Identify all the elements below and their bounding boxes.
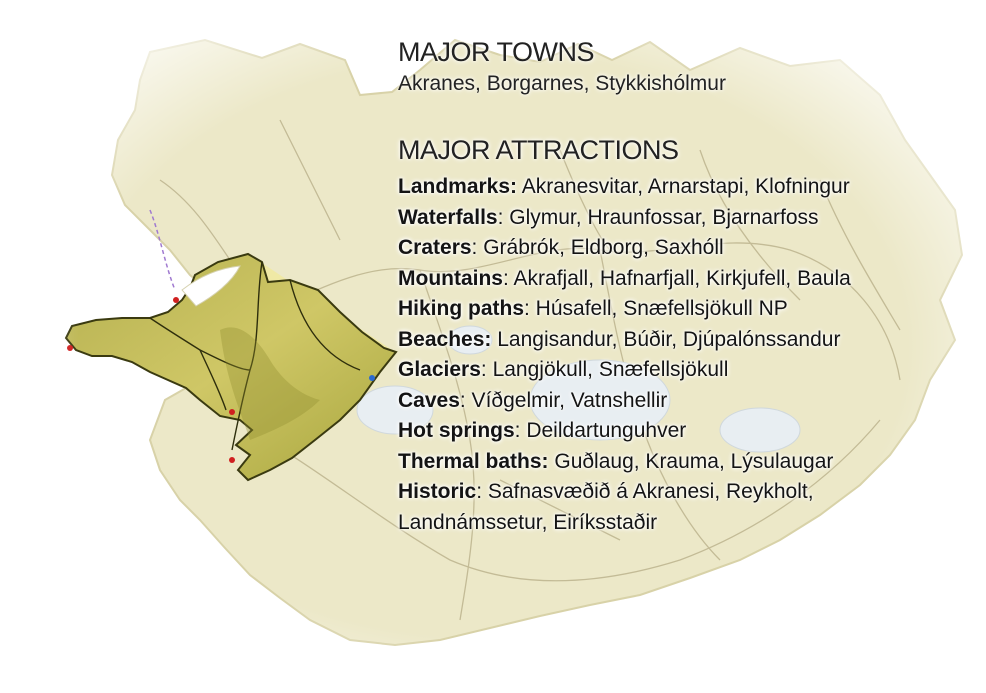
attraction-value: : Akrafjall, Hafnarfjall, Kirkjufell, Ba… <box>503 266 851 290</box>
attraction-beaches: Beaches: Langisandur, Búðir, Djúpalónssa… <box>398 325 986 356</box>
attraction-value: Guðlaug, Krauma, Lýsulaugar <box>548 449 834 473</box>
attraction-label: Caves <box>398 388 460 412</box>
attraction-label: Hiking paths <box>398 297 525 320</box>
attraction-label: Historic <box>398 480 477 503</box>
attraction-thermal-baths: Thermal baths: Guðlaug, Krauma, Lýsulaug… <box>398 447 986 478</box>
attraction-hiking-paths: Hiking paths: Húsafell, Snæfellsjökull N… <box>398 294 986 325</box>
attraction-label: Beaches: <box>398 327 492 351</box>
attraction-value: : Safnasvæðið á Akranesi, Reykholt, Land… <box>398 480 814 534</box>
attraction-label: Hot springs <box>398 419 515 442</box>
attraction-label: Waterfalls <box>398 205 498 229</box>
major-towns-list: Akranes, Borgarnes, Stykkishólmur <box>398 72 726 95</box>
attraction-caves: Caves: Víðgelmir, Vatnshellir <box>398 386 986 417</box>
attraction-value: Langisandur, Búðir, Djúpalónssandur <box>491 327 841 351</box>
info-panel: MAJOR TOWNS Akranes, Borgarnes, Stykkish… <box>398 36 986 538</box>
major-attractions-heading: MAJOR ATTRACTIONS <box>398 135 679 165</box>
attraction-mountains: Mountains: Akrafjall, Hafnarfjall, Kirkj… <box>398 264 986 295</box>
attraction-landmarks: Landmarks: Akranesvitar, Arnarstapi, Klo… <box>398 172 986 203</box>
attraction-value: : Glymur, Hraunfossar, Bjarnarfoss <box>497 205 819 229</box>
attraction-label: Craters <box>398 236 472 259</box>
attraction-value: : Deildartunguhver <box>514 419 687 442</box>
attraction-glaciers: Glaciers: Langjökull, Snæfellsjökull <box>398 355 986 386</box>
attraction-value: : Langjökull, Snæfellsjökull <box>480 358 729 381</box>
attraction-craters: Craters: Grábrók, Eldborg, Saxhóll <box>398 233 986 264</box>
attraction-label: Thermal baths: <box>398 449 549 473</box>
attraction-value: : Grábrók, Eldborg, Saxhóll <box>471 236 724 259</box>
attraction-historic: Historic: Safnasvæðið á Akranesi, Reykho… <box>398 477 958 538</box>
attraction-label: Landmarks: <box>398 175 518 198</box>
major-towns-heading: MAJOR TOWNS <box>398 37 595 67</box>
attraction-value: : Víðgelmir, Vatnshellir <box>459 388 668 412</box>
attraction-hot-springs: Hot springs: Deildartunguhver <box>398 416 986 447</box>
attraction-value: : Húsafell, Snæfellsjökull NP <box>524 297 788 320</box>
attraction-waterfalls: Waterfalls: Glymur, Hraunfossar, Bjarnar… <box>398 203 986 234</box>
attraction-value: Akranesvitar, Arnarstapi, Klofningur <box>517 175 850 198</box>
attraction-label: Mountains <box>398 266 503 290</box>
attraction-label: Glaciers <box>398 358 481 381</box>
